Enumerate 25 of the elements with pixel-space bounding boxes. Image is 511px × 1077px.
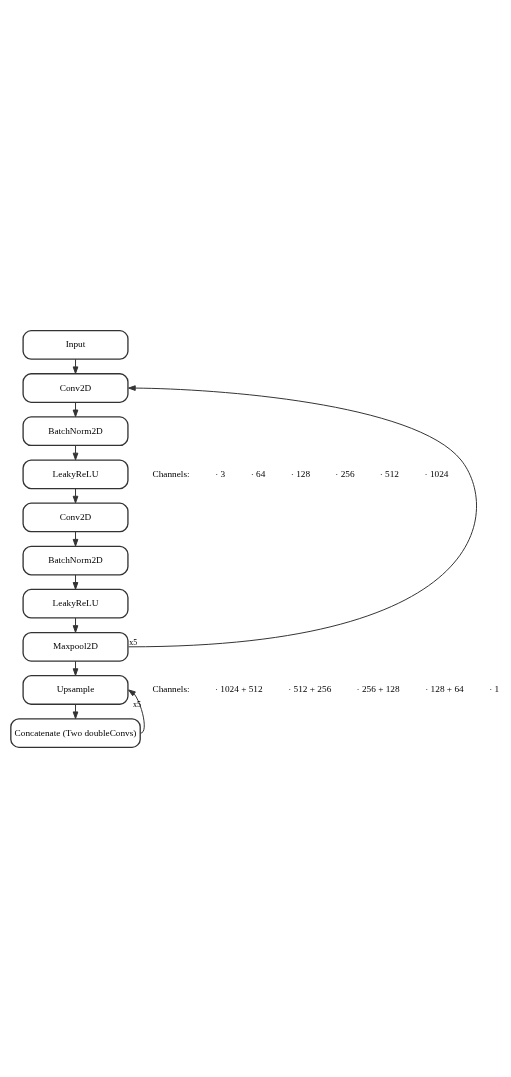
node-box: Maxpool2D [22, 631, 129, 662]
label: · 1024 [424, 468, 449, 479]
node-box: Conv2D [22, 502, 129, 532]
node-box: Concatenate (Two doubleConvs) [10, 717, 141, 748]
label: · 512 [379, 468, 400, 479]
node-box: LeakyReLU [22, 458, 129, 489]
arrow [128, 384, 477, 647]
node-box: Input [22, 329, 129, 360]
label: · 256 + 128 [356, 683, 400, 694]
label: Channels: [152, 683, 190, 694]
label: · 128 + 64 [425, 683, 464, 694]
label: · 128 [290, 468, 311, 479]
node-box: BatchNorm2D [22, 415, 129, 446]
label: · 3 [215, 468, 226, 479]
node-box: Upsample [22, 674, 129, 705]
node-box: LeakyReLU [22, 588, 129, 619]
label: · 512 + 256 [288, 683, 332, 694]
label: · 64 [250, 468, 266, 479]
label: Channels: [152, 468, 190, 479]
node-box: BatchNorm2D [22, 545, 129, 575]
label: · 1024 + 512 [214, 683, 263, 694]
arrow [128, 688, 145, 734]
label: · 1 [489, 683, 500, 694]
label: · 256 [335, 468, 355, 479]
node-box: Conv2D [22, 372, 129, 403]
